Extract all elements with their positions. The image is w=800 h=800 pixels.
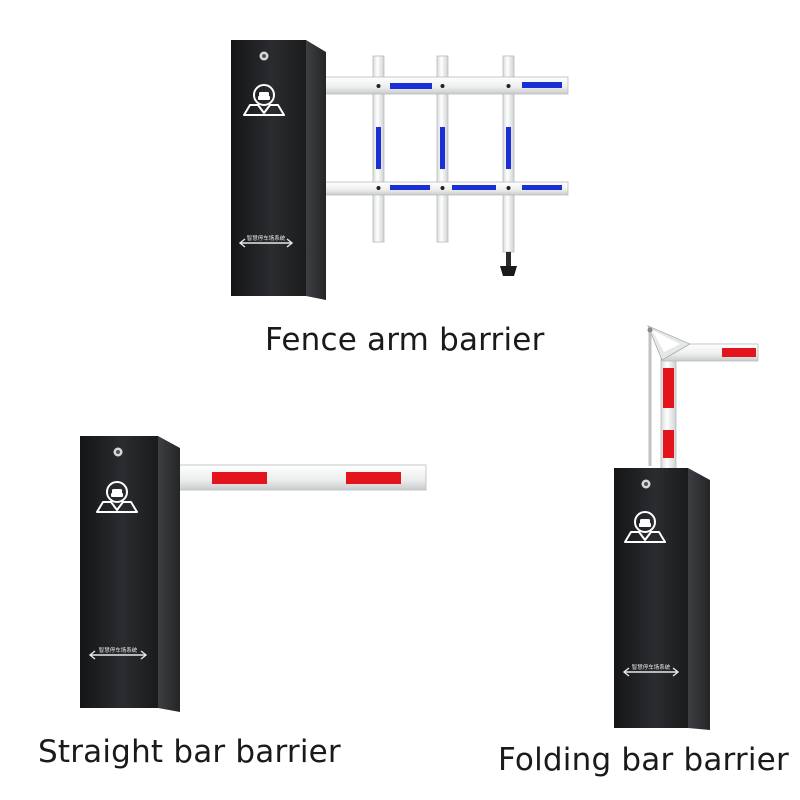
bar-stripe (663, 430, 674, 458)
folding-cabinet: 智慧停车场系统 (614, 468, 710, 730)
panel-text: 智慧停车场系统 (632, 663, 671, 671)
double-arrow-icon (622, 667, 680, 677)
fence-cabinet: 智慧停车场系统 (231, 40, 326, 300)
straight-arm (177, 464, 427, 491)
fence-stripe (390, 185, 430, 190)
support-foot (500, 266, 517, 276)
fence-stripe (522, 185, 562, 190)
double-arrow-icon (88, 650, 148, 660)
folding-bar-caption: Folding bar barrier (498, 742, 789, 778)
bar-stripe (346, 472, 401, 484)
parking-car-pin-icon (624, 511, 666, 543)
fence-stripe (506, 127, 511, 169)
bar-stripe (212, 472, 267, 484)
double-arrow-icon (238, 238, 294, 248)
straight-bar-barrier: 智慧停车场系统 (80, 436, 427, 712)
fence-stripe (452, 185, 496, 190)
straight-cabinet: 智慧停车场系统 (80, 436, 180, 712)
fence-arm-caption: Fence arm barrier (265, 322, 545, 358)
fence-stripe (390, 83, 432, 89)
straight-bar-caption: Straight bar barrier (38, 734, 341, 770)
fence-arm (324, 55, 569, 276)
bar-stripe (663, 368, 674, 408)
parking-car-pin-icon (243, 84, 285, 116)
folding-arm (647, 325, 759, 473)
panel-text: 智慧停车场系统 (247, 234, 286, 242)
fence-stripe (522, 82, 562, 88)
fence-stripe (440, 127, 445, 169)
folding-bar-barrier: 智慧停车场系统 (614, 325, 759, 730)
panel-text: 智慧停车场系统 (99, 646, 138, 654)
fence-stripe (376, 127, 381, 169)
bar-stripe (722, 348, 756, 357)
fence-arm-barrier: 智慧停车场系统 (231, 40, 569, 300)
parking-car-pin-icon (96, 481, 138, 513)
